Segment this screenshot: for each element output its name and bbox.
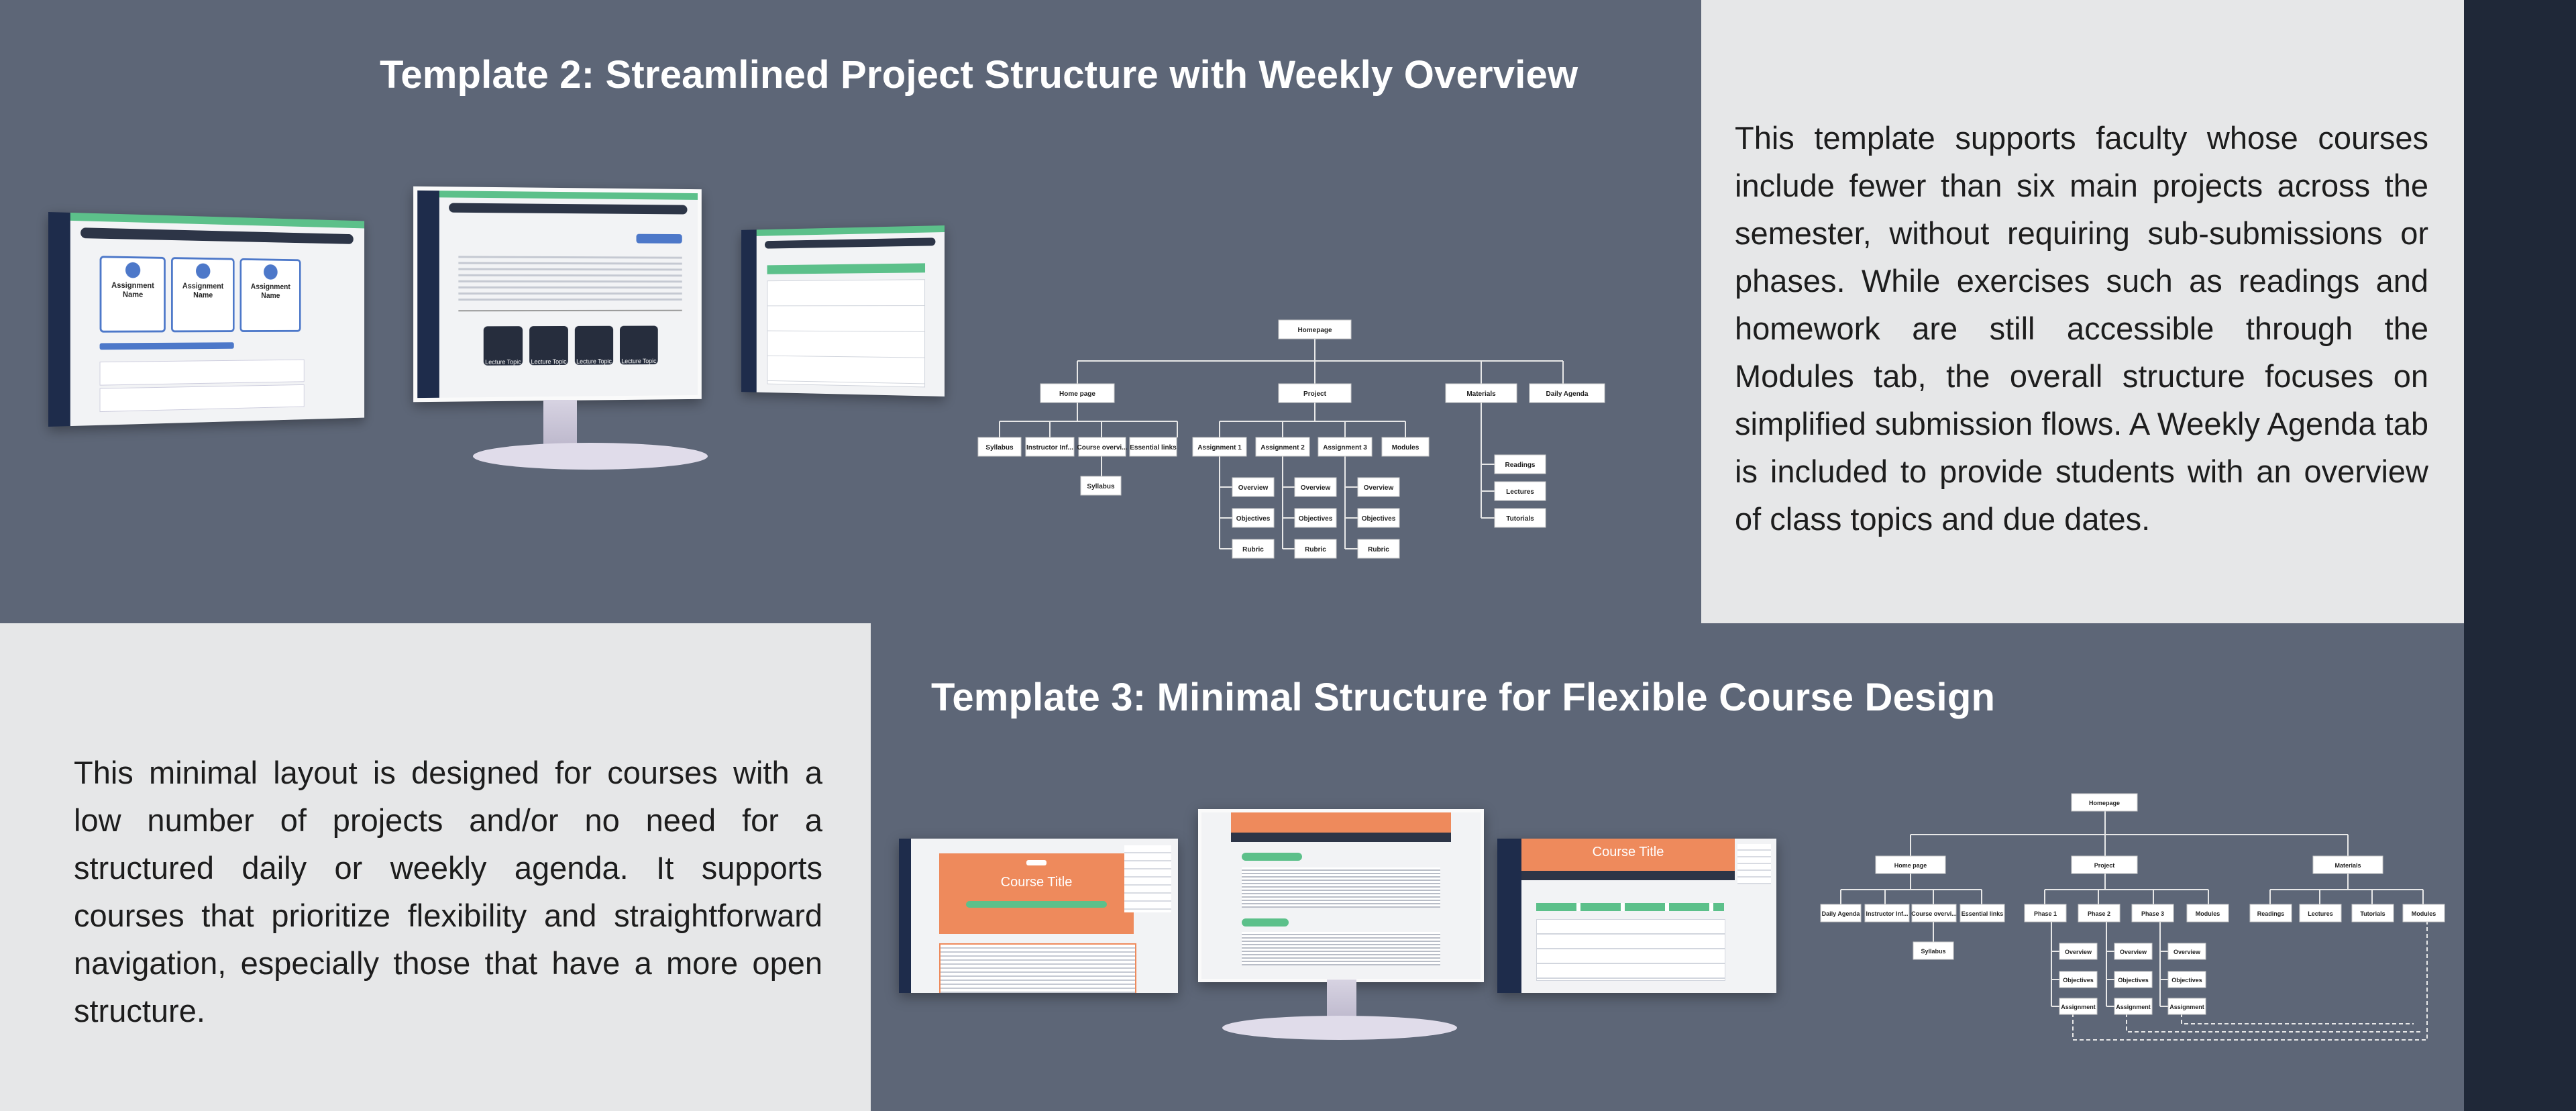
tree-node: Readings xyxy=(1505,462,1535,469)
monitor-base xyxy=(473,443,708,470)
tree-node: Phase 1 xyxy=(2034,910,2057,917)
course-title: Course Title xyxy=(1000,875,1073,890)
tree-node-root: Homepage xyxy=(1297,327,1332,334)
assignment-card-title: Assignment Name xyxy=(250,282,290,300)
right-edge-bar xyxy=(2464,0,2576,1111)
template3-mockup-left: Course Title xyxy=(899,839,1178,993)
tree-node: Rubric xyxy=(1368,546,1389,553)
tree-node: Overview xyxy=(1238,484,1269,492)
tree-node: Lectures xyxy=(2308,910,2333,917)
tree-node: Instructor Inf... xyxy=(1866,910,1909,917)
assignment-card-title: Assignment Name xyxy=(111,280,154,299)
tree-node: Overview xyxy=(2065,949,2092,955)
tree-node: Syllabus xyxy=(1087,483,1115,490)
tree-node: Syllabus xyxy=(985,444,1014,452)
tree-node: Essential links xyxy=(1962,910,2004,917)
tree-node-root: Homepage xyxy=(2089,800,2120,806)
tree-node: Objectives xyxy=(1236,515,1271,523)
template2-description: This template supports faculty whose cou… xyxy=(1735,120,2428,537)
tree-node: Materials xyxy=(2334,862,2361,869)
tree-node: Modules xyxy=(1392,444,1419,452)
tree-node: Rubric xyxy=(1305,546,1326,553)
tree-node: Phase 2 xyxy=(2088,910,2110,917)
tree-node: Modules xyxy=(2412,910,2436,917)
tree-node: Daily Agenda xyxy=(1546,390,1589,398)
template3-mockup-monitor xyxy=(1198,809,1484,982)
tree-node: Assignment 2 xyxy=(1260,444,1305,452)
template2-mockup-lectures: Lecture Topic Lecture Topic Lecture Topi… xyxy=(413,186,702,403)
tree-node: Home page xyxy=(1059,390,1095,398)
tree-node: Instructor Inf... xyxy=(1026,444,1073,452)
template2-mockup-assignments: Assignment Name Assignment Name Assignme… xyxy=(48,212,365,427)
monitor-base xyxy=(1222,1016,1457,1040)
tree-node: Lectures xyxy=(1506,488,1534,496)
tree-node: Overview xyxy=(2174,949,2201,955)
tree-node: Essential links xyxy=(1130,444,1177,452)
tree-node: Home page xyxy=(1894,862,1927,869)
tree-node: Course overvi... xyxy=(1911,910,1957,917)
lecture-tile: Lecture Topic xyxy=(483,326,523,366)
tree-node: Objectives xyxy=(1362,515,1396,523)
tree-node: Project xyxy=(1303,390,1327,398)
tree-node: Objectives xyxy=(2118,977,2149,984)
tree-node: Rubric xyxy=(1242,546,1264,553)
assignment-card-title: Assignment Name xyxy=(182,281,224,300)
tree-node: Phase 3 xyxy=(2141,910,2164,917)
lecture-tile: Lecture Topic xyxy=(574,325,614,365)
template3-structure-diagram: Homepage Home page Project Materials Dai… xyxy=(1820,793,2445,1041)
template2-title: Template 2: Streamlined Project Structur… xyxy=(380,53,1578,97)
tree-node: Daily Agenda xyxy=(1822,910,1861,917)
tree-node: Objectives xyxy=(2063,977,2094,984)
template2-structure-diagram: Homepage Home page Project Materials Dai… xyxy=(977,319,1605,559)
tree-node: Assignment xyxy=(2061,1004,2096,1010)
lecture-tile: Lecture Topic xyxy=(529,325,568,366)
tree-node: Course overvi... xyxy=(1077,444,1127,452)
lecture-tile: Lecture Topic xyxy=(619,325,658,365)
tree-node: Objectives xyxy=(2171,977,2202,984)
template3-description: This minimal layout is designed for cour… xyxy=(74,755,822,1028)
tree-node: Assignment 1 xyxy=(1197,444,1242,452)
tree-node: Tutorials xyxy=(1506,515,1534,523)
tree-node: Materials xyxy=(1466,390,1496,398)
tree-node: Overview xyxy=(2120,949,2147,955)
tree-node: Assignment 3 xyxy=(1323,444,1367,452)
tree-node: Objectives xyxy=(1299,515,1333,523)
tree-node: Modules xyxy=(2196,910,2220,917)
tree-node: Syllabus xyxy=(1921,948,1945,955)
tree-node: Overview xyxy=(1364,484,1394,492)
tree-node: Project xyxy=(2094,862,2115,869)
template2-mockup-table xyxy=(741,225,945,396)
tree-node: Tutorials xyxy=(2360,910,2385,917)
tree-node: Overview xyxy=(1301,484,1331,492)
tree-node: Readings xyxy=(2257,910,2285,917)
tree-node: Assignment xyxy=(2116,1004,2151,1010)
tree-node: Assignment xyxy=(2169,1004,2204,1010)
template3-mockup-right: Course Title xyxy=(1497,839,1776,993)
template3-title: Template 3: Minimal Structure for Flexib… xyxy=(931,676,1996,719)
